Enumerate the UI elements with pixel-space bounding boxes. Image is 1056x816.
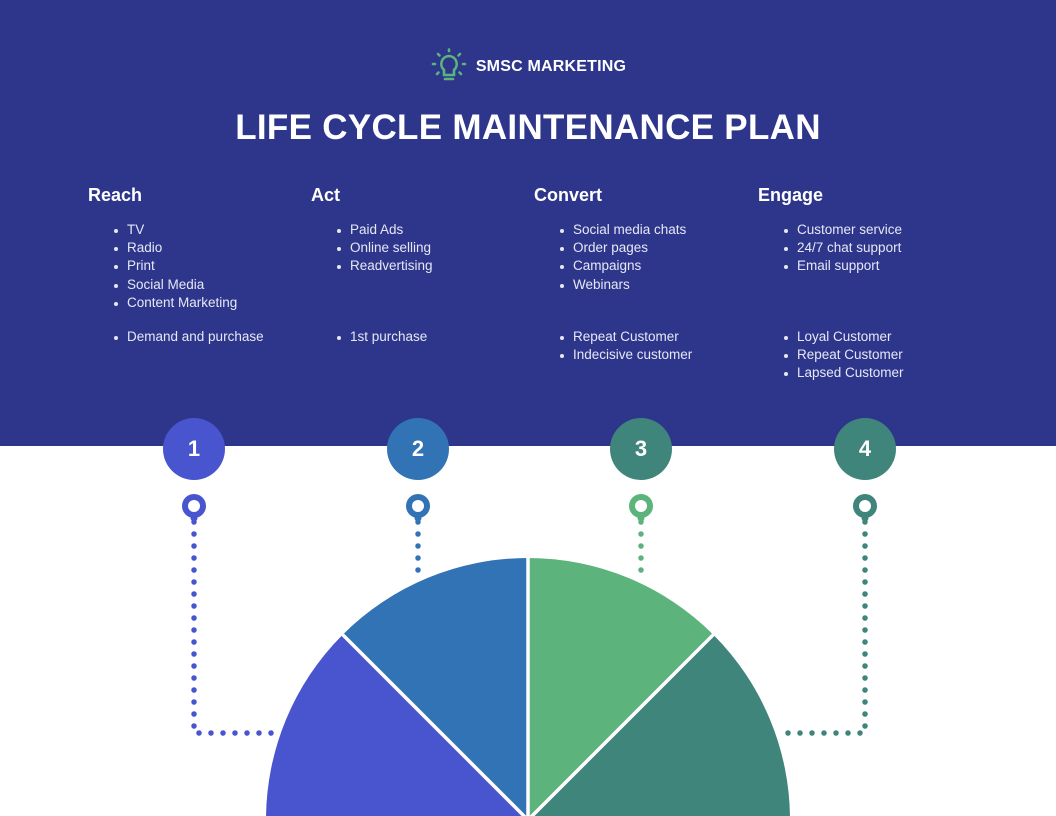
channel-list: Paid Ads Online selling Readvertising <box>311 221 531 276</box>
location-pin-icon <box>406 494 430 518</box>
list-item: Paid Ads <box>335 221 531 239</box>
list-item: Online selling <box>335 239 531 257</box>
channel-list: Social media chats Order pages Campaigns… <box>534 221 754 294</box>
segment-reach <box>266 634 524 816</box>
segment-act <box>342 558 528 816</box>
list-item: Customer service <box>782 221 978 239</box>
list-item: Lapsed Customer <box>782 364 904 382</box>
stage-number-badge-3: 3 <box>610 418 672 480</box>
stage-heading: Reach <box>88 185 143 205</box>
stage-number-badge-2: 2 <box>387 418 449 480</box>
channel-list: Customer service 24/7 chat support Email… <box>758 221 978 276</box>
list-item: Repeat Customer <box>558 328 692 346</box>
stage-heading: Act <box>311 185 341 205</box>
stage-column-convert: Convert Social media chats Order pages C… <box>534 185 754 362</box>
location-pin-icon <box>182 494 206 518</box>
list-item: Social Media <box>112 276 308 294</box>
outcome-list: Repeat Customer Indecisive customer <box>534 328 692 364</box>
segment-convert <box>528 558 714 816</box>
channel-list: TV Radio Print Social Media Content Mark… <box>88 221 308 312</box>
segment-engage <box>532 634 790 816</box>
stage-heading: Engage <box>758 185 824 205</box>
list-item: Email support <box>782 257 978 275</box>
list-item: Campaigns <box>558 257 754 275</box>
list-item: Print <box>112 257 308 275</box>
list-item: Radio <box>112 239 308 257</box>
brand: SMSC MARKETING <box>0 48 1056 86</box>
list-item: 1st purchase <box>335 328 427 346</box>
connector-4 <box>775 519 868 736</box>
stage-heading: Convert <box>534 185 603 205</box>
stage-column-engage: Engage Customer service 24/7 chat suppor… <box>758 185 978 380</box>
list-item: 24/7 chat support <box>782 239 978 257</box>
list-item: Indecisive customer <box>558 346 692 364</box>
connector-1 <box>191 519 283 736</box>
brand-name: SMSC MARKETING <box>475 58 627 75</box>
location-pin-icon <box>853 494 877 518</box>
list-item: Webinars <box>558 276 754 294</box>
list-item: Readvertising <box>335 257 531 275</box>
list-item: Order pages <box>558 239 754 257</box>
stage-column-reach: Reach TV Radio Print Social Media Conten… <box>88 185 308 344</box>
list-item: Demand and purchase <box>112 328 264 346</box>
list-item: Loyal Customer <box>782 328 904 346</box>
stage-column-act: Act Paid Ads Online selling Readvertisin… <box>311 185 531 344</box>
outcome-list: Loyal Customer Repeat Customer Lapsed Cu… <box>758 328 904 383</box>
location-pin-icon <box>629 494 653 518</box>
list-item: Social media chats <box>558 221 754 239</box>
lightbulb-icon <box>431 48 467 81</box>
page-title: LIFE CYCLE MAINTENANCE PLAN <box>235 108 821 147</box>
outcome-list: 1st purchase <box>311 328 427 346</box>
header-band <box>0 0 1056 446</box>
stage-number-badge-1: 1 <box>163 418 225 480</box>
list-item: TV <box>112 221 308 239</box>
stage-number-badge-4: 4 <box>834 418 896 480</box>
list-item: Repeat Customer <box>782 346 904 364</box>
list-item: Content Marketing <box>112 294 308 312</box>
outcome-list: Demand and purchase <box>88 328 264 346</box>
